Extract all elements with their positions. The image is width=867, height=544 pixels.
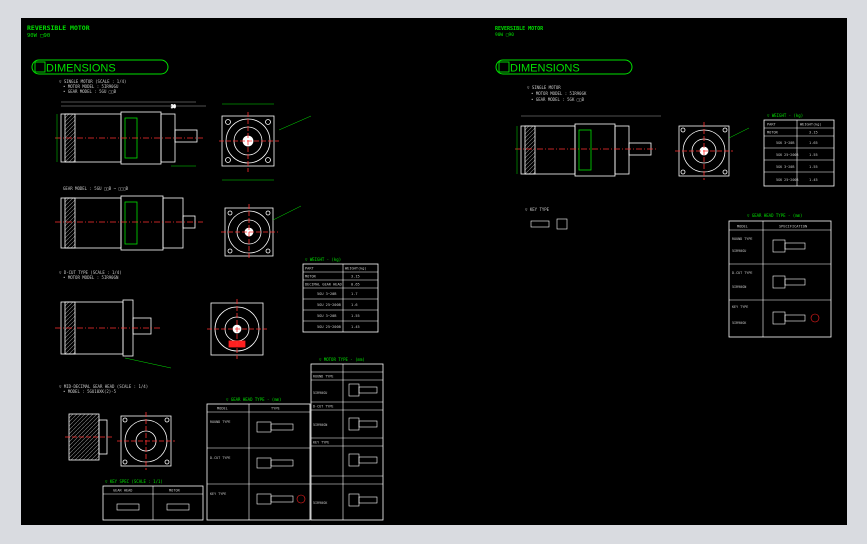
left-weight-row-2-part: 5GU 3~20B xyxy=(317,292,336,296)
right-motor-front-view xyxy=(675,122,750,180)
right-shaft-row-2: D-CUT TYPE xyxy=(732,271,752,275)
motor-front-view-1 xyxy=(171,103,312,181)
left-motor-row-4: KEY TYPE xyxy=(313,441,329,445)
key-spec-title: ▽ KEY SPEC (SCALE : 1/1) xyxy=(105,479,163,484)
right-shaft-table: ▽ GEAR HEAD TYPE - (mm) MODEL SPECIFICAT… xyxy=(728,213,832,338)
right-motor-side-view xyxy=(515,115,661,177)
left-shaft-row-dcut: D-CUT TYPE xyxy=(210,456,230,460)
right-section-heading: DIMENSIONS xyxy=(510,63,580,75)
left-weight-row-4-part: 5GU 3~20B xyxy=(317,314,336,318)
right-key-note: ▽ KEY TYPE xyxy=(525,207,550,212)
left-note-1: ▽ SINGLE MOTOR (SCALE : 1/4) xyxy=(59,79,126,84)
right-weight-row-1-value: 1.65 xyxy=(809,141,818,145)
left-note-4a: • MODEL : 5GU10XK(2)-5 xyxy=(63,389,117,394)
left-weight-table: ▽ WEIGHT - (kg) PART WEIGHT(kg) MOTOR 3.… xyxy=(302,257,379,333)
left-shaft-table: ▽ GEAR HEAD TYPE - (mm) MODEL TYPE ROUND… xyxy=(206,397,311,521)
key-spec-table: ▽ KEY SPEC (SCALE : 1/1) GEAR HEAD MOTOR xyxy=(102,479,204,521)
left-note-3a: • MOTOR MODEL : 5IR90GN xyxy=(63,275,119,280)
left-shaft-row-key: KEY TYPE xyxy=(210,492,226,496)
left-weight-row-0-value: 3.15 xyxy=(351,275,360,279)
left-section-heading-box: DIMENSIONS xyxy=(31,59,169,75)
left-motor-row-1: 5IR90GU xyxy=(313,391,327,395)
right-shaft-table-title: ▽ GEAR HEAD TYPE - (mm) xyxy=(747,213,802,218)
right-weight-row-1-part: 5GK 3~20B xyxy=(776,141,794,145)
right-note-1: ▽ SINGLE MOTOR xyxy=(527,85,561,90)
left-motor-table: ▽ MOTOR TYPE - (mm) ROUND TYPE 5IR90GU D… xyxy=(310,357,384,521)
left-weight-row-5-part: 5GU 25~200B xyxy=(317,325,341,329)
left-weight-row-5-value: 1.45 xyxy=(351,325,360,329)
motor-side-view-2 xyxy=(55,195,203,251)
left-weight-row-1-value: 0.65 xyxy=(351,283,360,287)
left-section-heading: DIMENSIONS xyxy=(46,63,116,75)
right-weight-row-3-part: 5GK 3~20B xyxy=(776,165,794,169)
left-shaft-row-round: ROUND TYPE xyxy=(210,420,230,424)
right-weight-row-2-value: 1.55 xyxy=(809,153,818,157)
right-shaft-header-model: MODEL xyxy=(737,225,748,229)
left-shaft-table-title: ▽ GEAR HEAD TYPE - (mm) xyxy=(226,397,281,402)
left-weight-table-title: ▽ WEIGHT - (kg) xyxy=(305,257,341,262)
right-section-heading-box: DIMENSIONS xyxy=(495,59,633,75)
left-weight-row-1-part: DECIMAL GEAR HEAD xyxy=(305,283,342,287)
decimal-gearhead-view xyxy=(65,412,175,470)
left-weight-header-part: PART xyxy=(305,267,314,271)
left-sheet-title: REVERSIBLE MOTOR xyxy=(27,24,90,32)
left-note-1a: • MOTOR MODEL : 5IR90GU xyxy=(63,84,119,89)
left-motor-row-2: D-CUT TYPE xyxy=(313,405,333,409)
left-weight-row-4-value: 1.55 xyxy=(351,314,360,318)
right-note-1b: • GEAR MODEL : 5GK □□B xyxy=(531,97,585,102)
left-motor-row-5: 5IR90GK xyxy=(313,501,328,505)
motor-side-view-1: 30 xyxy=(55,101,206,165)
right-weight-header-part: PART xyxy=(767,123,776,127)
cad-drawing: REVERSIBLE MOTOR 90W □90 DIMENSIONS ▽ SI… xyxy=(27,24,835,521)
key-spec-header-gearhead: GEAR HEAD xyxy=(113,489,132,493)
right-note-1a: • MOTOR MODEL : 5IR90GK xyxy=(531,91,587,96)
left-sheet: REVERSIBLE MOTOR 90W □90 DIMENSIONS ▽ SI… xyxy=(27,24,384,521)
right-weight-row-4-part: 5GK 25~200B xyxy=(776,178,798,182)
right-weight-table: ▽ WEIGHT - (kg) PART WEIGHT(kg) MOTOR 3.… xyxy=(763,113,835,187)
left-note-2: GEAR MODEL : 5GU □□B ~ □□□B xyxy=(63,186,129,191)
left-note-3: ▽ D-CUT TYPE (SCALE : 1/4) xyxy=(59,270,122,275)
left-sheet-subtitle: 90W □90 xyxy=(27,33,50,39)
right-weight-table-title: ▽ WEIGHT - (kg) xyxy=(767,113,803,118)
right-shaft-row-4: KEY TYPE xyxy=(732,305,748,309)
left-weight-row-2-value: 1.7 xyxy=(351,292,358,296)
right-shaft-row-5: 5IR90GK xyxy=(732,321,747,325)
right-weight-header-weight: WEIGHT(kg) xyxy=(800,123,822,127)
right-shaft-row-0: ROUND TYPE xyxy=(732,237,752,241)
motor-front-view-2 xyxy=(221,204,302,260)
right-sheet: REVERSIBLE MOTOR 90W □90 DIMENSIONS ▽ SI… xyxy=(495,26,835,338)
left-shaft-header-type: TYPE xyxy=(271,407,280,411)
right-shaft-row-1: 5IR90GU xyxy=(732,249,746,253)
right-weight-row-4-value: 1.45 xyxy=(809,178,818,182)
left-motor-row-0: ROUND TYPE xyxy=(313,375,333,379)
cad-drawing-canvas[interactable]: REVERSIBLE MOTOR 90W □90 DIMENSIONS ▽ SI… xyxy=(21,18,847,525)
right-weight-row-2-part: 5GK 25~200B xyxy=(776,153,798,157)
left-weight-header-weight: WEIGHT(kg) xyxy=(345,267,367,271)
right-sheet-subtitle: 90W □90 xyxy=(495,32,514,38)
left-note-1b: • GEAR MODEL : 5GU □□B xyxy=(63,89,117,94)
dcut-front-view xyxy=(207,299,267,359)
right-shaft-header-spec: SPECIFICATION xyxy=(779,225,807,229)
left-weight-row-3-value: 1.6 xyxy=(351,303,358,307)
right-key-view xyxy=(530,218,568,230)
right-shaft-row-3: 5IR90GN xyxy=(732,285,746,289)
left-weight-row-3-part: 5GU 25~200B xyxy=(317,303,341,307)
left-motor-table-title: ▽ MOTOR TYPE - (mm) xyxy=(319,357,365,362)
left-weight-row-0-part: MOTOR xyxy=(305,275,317,279)
svg-text:30: 30 xyxy=(171,104,176,109)
dcut-side-view xyxy=(55,299,172,369)
right-weight-row-3-value: 1.55 xyxy=(809,165,818,169)
right-weight-row-0-part: MOTOR xyxy=(767,131,779,135)
left-note-4: ▽ MID-DECIMAL GEAR HEAD (SCALE : 1/4) xyxy=(59,384,148,389)
right-weight-row-0-value: 3.15 xyxy=(809,131,818,135)
left-shaft-header-model: MODEL xyxy=(217,407,228,411)
key-spec-header-motor: MOTOR xyxy=(169,489,181,493)
right-sheet-title: REVERSIBLE MOTOR xyxy=(495,26,544,32)
left-motor-row-3: 5IR90GN xyxy=(313,423,327,427)
